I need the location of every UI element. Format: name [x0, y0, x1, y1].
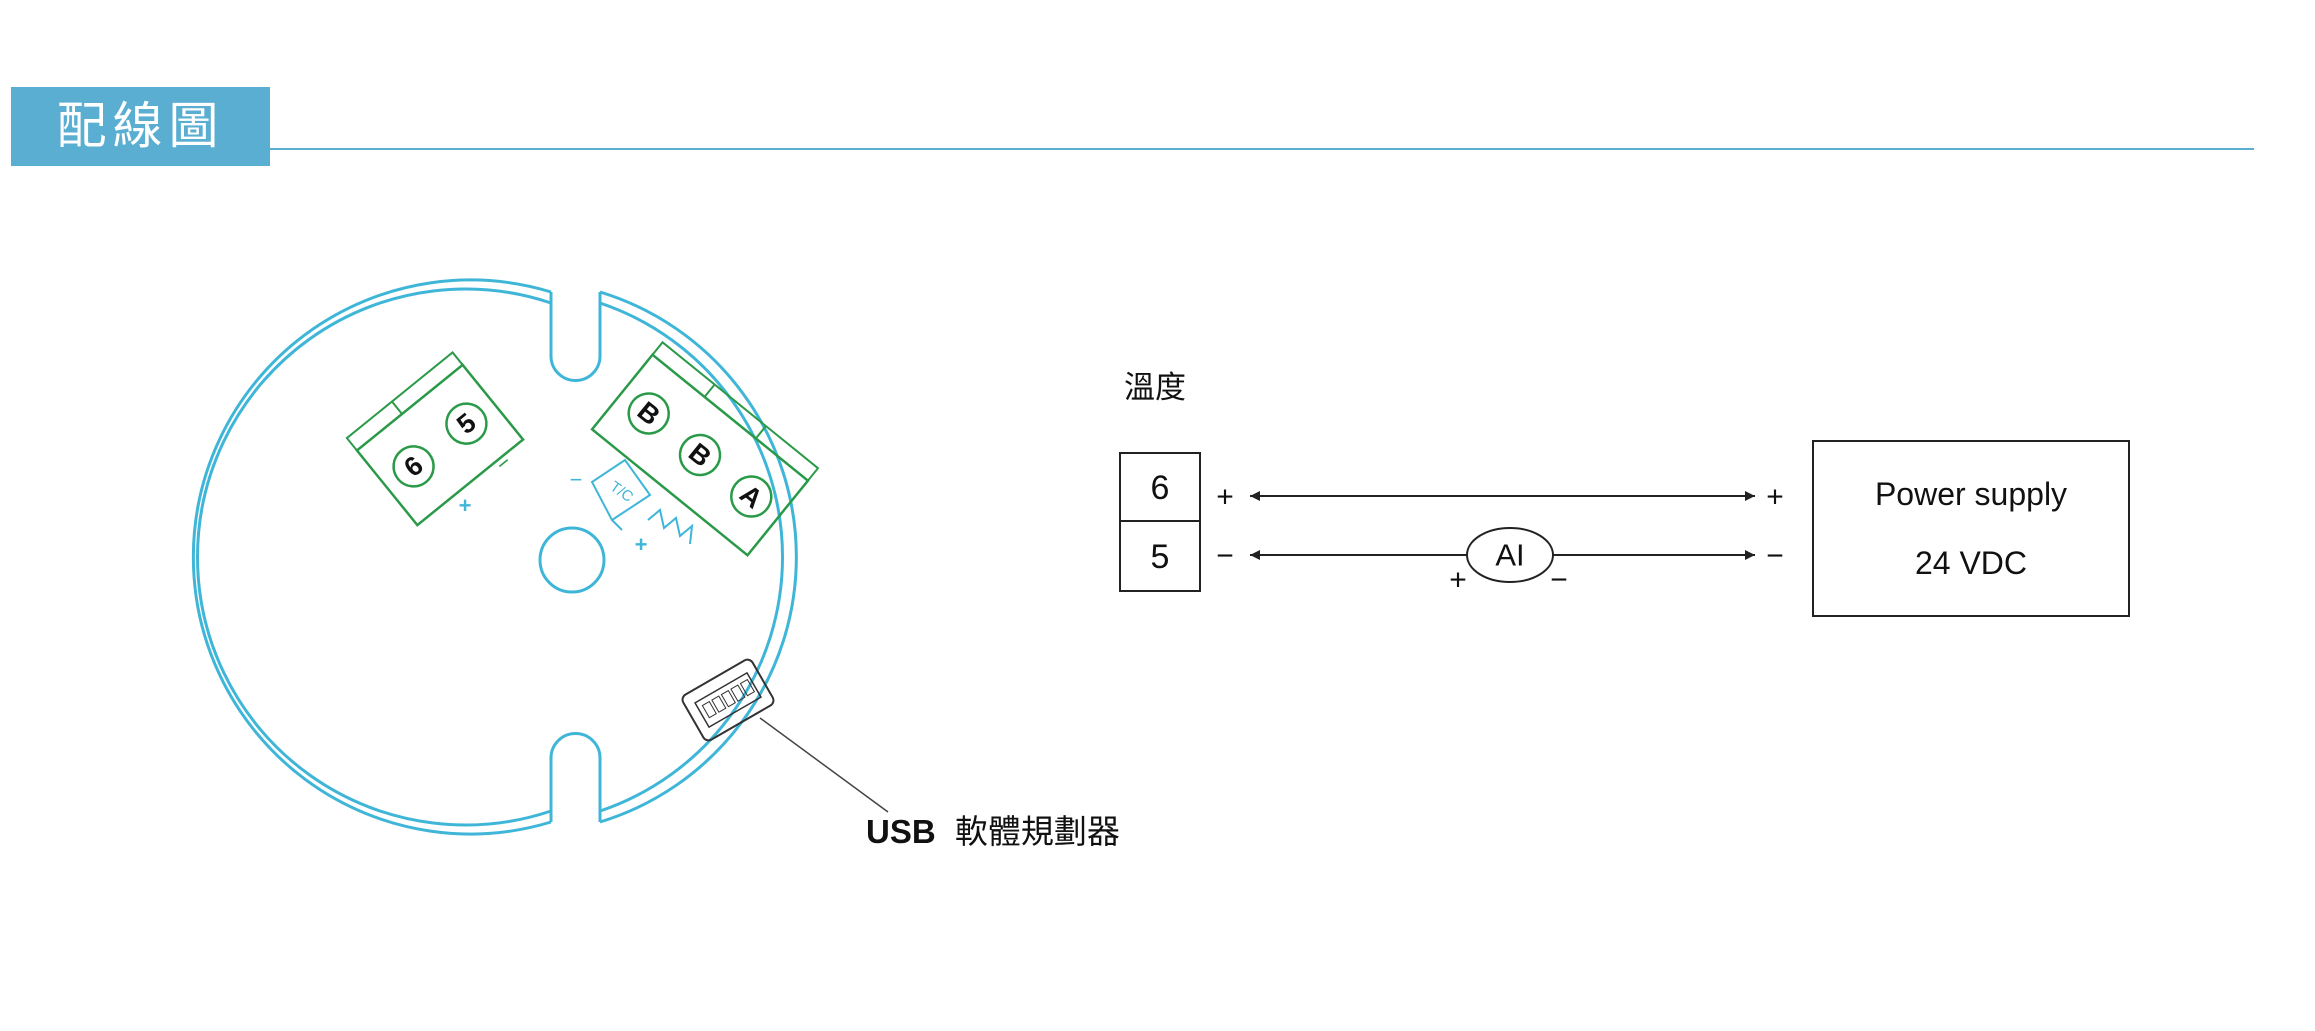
header-divider: [270, 148, 2254, 150]
terminal-5-marker: 5: [445, 402, 488, 445]
usb-caption: USB 軟體規劃器: [866, 812, 1120, 851]
header-title: 配線圖: [11, 87, 270, 166]
power-supply-label: Power supply: [1875, 476, 2067, 512]
power-supply-box: Power supply 24 VDC: [1812, 440, 2130, 617]
terminal-left-minus: −: [491, 449, 517, 477]
terminal-a-marker: A: [730, 475, 773, 518]
terminal-6: 6: [1151, 469, 1170, 507]
usb-label: 軟體規劃器: [955, 812, 1120, 851]
usb-port: [681, 658, 775, 742]
terminal-6-marker: 6: [392, 445, 435, 488]
thermocouple-symbol: [590, 458, 694, 545]
transmitter-housing: [191, 278, 798, 836]
ai-meter: AI: [1466, 527, 1554, 583]
tc-label: T/C: [607, 478, 637, 506]
terminal-5-minus: −: [1216, 540, 1234, 573]
tc-plus: +: [635, 532, 648, 557]
usb-prefix: USB: [866, 813, 936, 850]
supply-minus: −: [1766, 540, 1784, 573]
terminal-block-right: B B A: [590, 340, 820, 557]
terminal-left-plus: +: [459, 493, 472, 518]
terminal-6-plus: +: [1216, 481, 1234, 514]
terminal-block-left: 6 5: [345, 351, 525, 527]
temperature-title: 溫度: [1124, 370, 1186, 406]
terminal-5: 5: [1151, 538, 1170, 576]
ai-plus: +: [1449, 564, 1467, 597]
supply-plus: +: [1766, 481, 1784, 514]
power-supply-voltage: 24 VDC: [1915, 545, 2027, 581]
ai-meter-label: AI: [1495, 538, 1524, 573]
usb-leader-line: [759, 717, 889, 813]
terminal-b2-marker: B: [678, 433, 722, 477]
tc-minus: −: [570, 467, 583, 492]
terminal-b1-marker: B: [627, 392, 670, 435]
terminal-box: 6 5: [1119, 452, 1201, 592]
ai-minus: −: [1550, 564, 1568, 597]
